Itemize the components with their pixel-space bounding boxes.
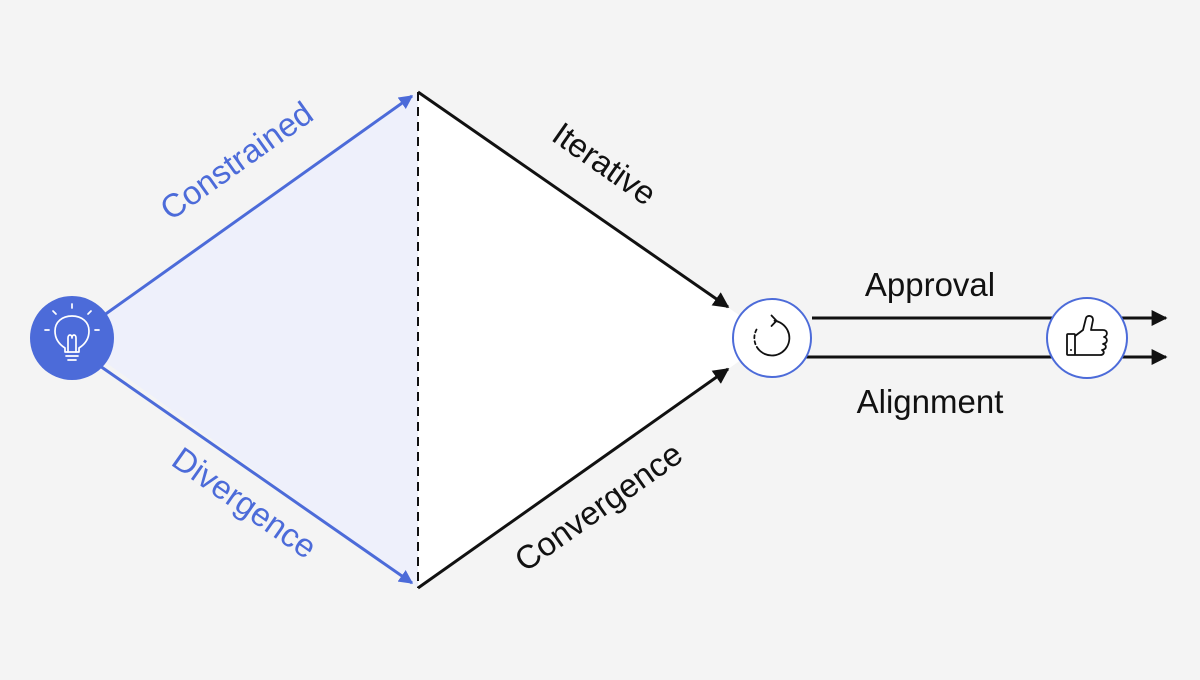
start-node	[30, 296, 114, 380]
alignment-label: Alignment	[857, 383, 1004, 420]
approval-label: Approval	[865, 266, 995, 303]
divergence-area	[72, 92, 418, 588]
approval-node	[1046, 297, 1128, 379]
divergence-arrow	[99, 364, 414, 585]
iterative-arrow	[417, 90, 730, 309]
thumbs-up-icon	[1066, 315, 1108, 356]
refresh-icon	[753, 314, 791, 357]
constrained-arrow	[99, 94, 414, 320]
lightbulb-icon	[44, 303, 100, 361]
convergence-arrow	[417, 367, 730, 590]
iteration-node	[732, 298, 812, 378]
convergence-area	[418, 92, 772, 588]
